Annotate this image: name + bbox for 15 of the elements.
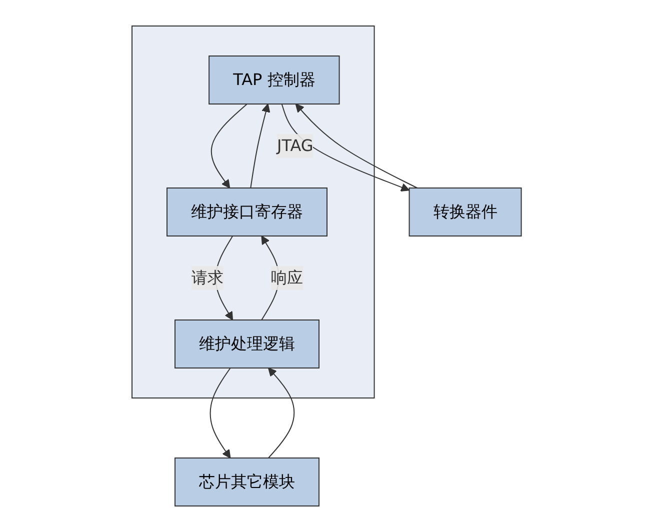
node-box: 转换器件: [408, 187, 522, 236]
node-box: 维护处理逻辑: [174, 319, 320, 368]
arrow: [250, 103, 270, 188]
arrow: [210, 103, 248, 188]
arrow: [210, 367, 231, 458]
cluster: [131, 25, 375, 398]
edge-label: 请求: [191, 267, 224, 286]
arrow: [268, 367, 294, 458]
node-box: TAP 控制器: [208, 55, 340, 104]
arrow: [281, 103, 410, 191]
edge-label: 响应: [271, 267, 304, 286]
node-box: 芯片其它模块: [174, 456, 320, 506]
node-box: 维护接口寄存器: [166, 187, 328, 236]
edge-label: JTAG: [276, 135, 314, 154]
arrow: [295, 103, 418, 188]
